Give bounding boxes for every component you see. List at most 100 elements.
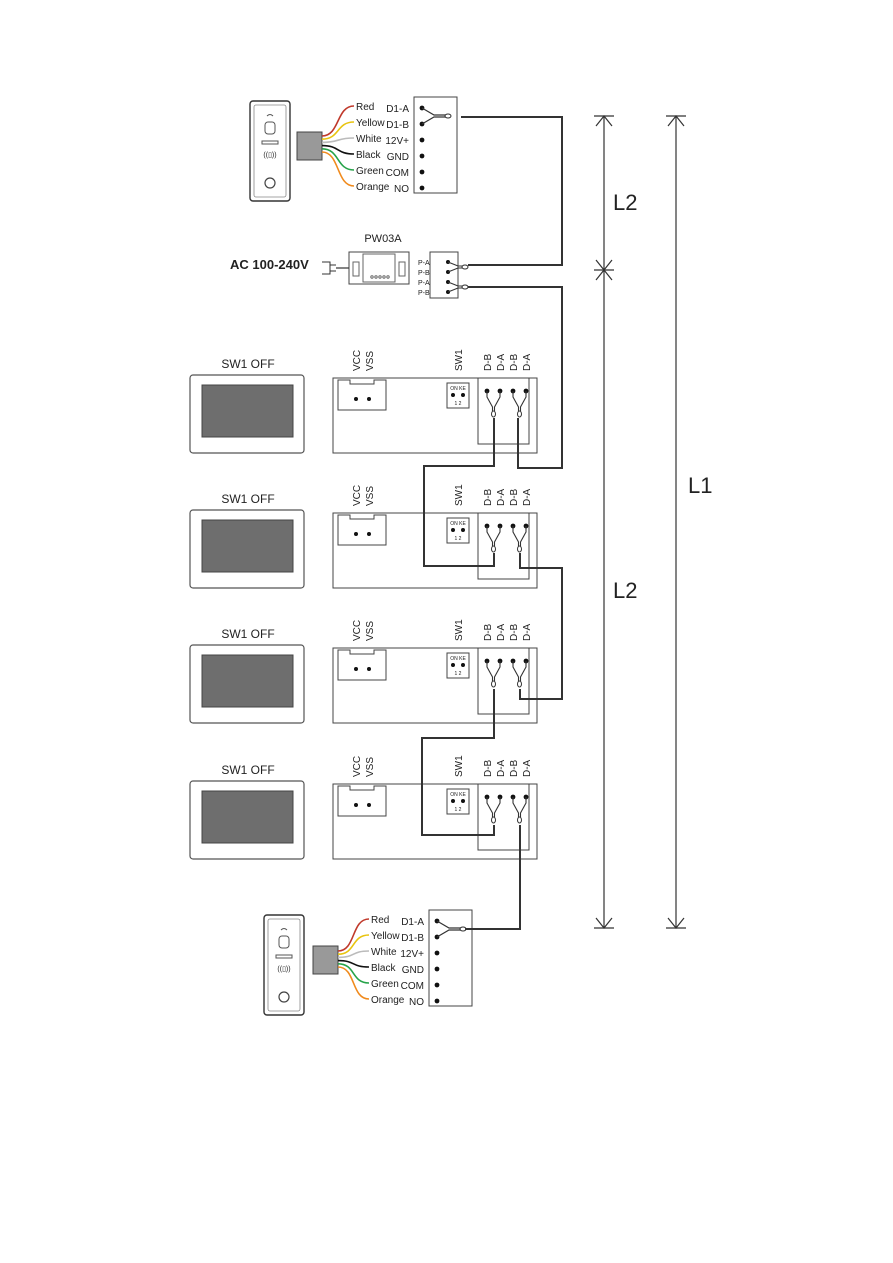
wire-label-green: Green [356,166,384,177]
input-terminal [352,261,360,277]
wire-orange [337,966,370,1000]
wire-green [321,148,355,171]
dip-switch [446,788,470,815]
door-terminal-block [428,909,473,1007]
wire-label-yellow: Yellow [371,931,400,942]
wifi-icon [266,114,274,117]
dip-switch [446,652,470,679]
sw1-label: SW1 [454,349,465,371]
wire-red [337,918,370,952]
bus-pair-wire [493,391,501,411]
wire-black [337,959,370,968]
arrow-head [595,115,613,127]
splice-line-b [436,929,461,938]
dip-switch [446,382,470,409]
splice-top [421,107,452,125]
bus-pair-wire [486,797,494,817]
sw1-label: SW1 [454,619,465,641]
ps-splice-1a [447,261,462,267]
power-terminal-label: P-B [418,290,430,297]
cable-monitor1-to-monitor2 [423,418,495,567]
door-station-bottom: ((▯)) [263,914,305,1016]
terminal-label-d1-a: D1-A [401,917,424,928]
bus-pair-wire [519,797,527,817]
bus-pair-wire [493,661,501,681]
cable-door-to-psu [461,116,563,266]
wire-label-black: Black [371,963,396,974]
dip-on-label: ON KE [450,656,466,662]
door-station-body [249,100,291,202]
power-connector [337,785,387,817]
ac-input-label: AC 100-240V [230,257,309,272]
bus-pair-wire [486,391,494,411]
sw1-label: SW1 [454,755,465,777]
dip-position [461,393,465,397]
wire-harness-connector [296,131,323,161]
sw1-label: SW1 [454,484,465,506]
ps-splice-1b [447,267,462,273]
wire-label-red: Red [371,915,389,926]
terminal-label-com: COM [386,168,409,179]
wire-green [337,963,370,984]
splice-joint [461,284,469,290]
ps-splice-2b [447,287,462,293]
dip-position [451,799,455,803]
bus-pair-wire [486,526,494,546]
bus-label-d-a: D-A [522,353,533,371]
vcc-label: VCC [352,620,363,641]
bus-label-d-b: D-B [483,353,494,371]
monitor-screen [201,790,294,844]
camera-icon [278,935,290,949]
cable-monitor2-to-monitor3 [519,553,563,700]
wire-label-white: White [371,947,397,958]
power-pin [354,803,358,807]
wire-black [321,144,355,155]
terminal-label-com: COM [401,981,424,992]
vcc-label: VCC [352,485,363,506]
monitor-screen [201,519,294,573]
wire-label-red: Red [356,102,374,113]
splice-joint [491,410,496,418]
monitor-screen [201,384,294,438]
speaker-slot [261,140,279,145]
door-station-panel [253,104,287,198]
wire-harness-connector [312,945,339,975]
wire-label-orange: Orange [371,995,405,1006]
power-connector [337,379,387,411]
terminal-dot [419,185,425,191]
door-terminal-block [413,96,458,194]
dip-position [451,663,455,667]
dip-position [451,528,455,532]
cable-monitor3-to-monitor4 [421,689,495,836]
power-pin [367,397,371,401]
bus-label-d-b: D-B [483,488,494,506]
bus-pair-wire [519,526,527,546]
power-pin [367,532,371,536]
terminal-dot [434,998,440,1004]
cable-psu-to-monitor1 [468,286,563,469]
power-supply-model: PW03A [364,233,402,245]
power-terminal-block [429,251,459,299]
dip-number-label: 1 2 [455,401,462,407]
bus-pair-wire [512,661,520,681]
bus-pair-wire [512,526,520,546]
vcc-label: VCC [352,350,363,371]
power-pin [354,532,358,536]
terminal-dot [419,169,425,175]
terminal-dot [434,966,440,972]
dip-position [461,528,465,532]
bus-label-d-b: D-B [509,623,520,641]
dip-number-label: 1 2 [455,807,462,813]
splice-joint [517,816,522,824]
door-station-body [263,914,305,1016]
monitor-1: SW1 OFF [189,357,305,454]
terminal-label-gnd: GND [402,965,424,976]
connector-bottom [312,945,339,975]
splice-line-a [436,920,461,929]
power-terminal-label: P-A [418,260,430,267]
cable-monitor4-to-door [465,825,521,930]
